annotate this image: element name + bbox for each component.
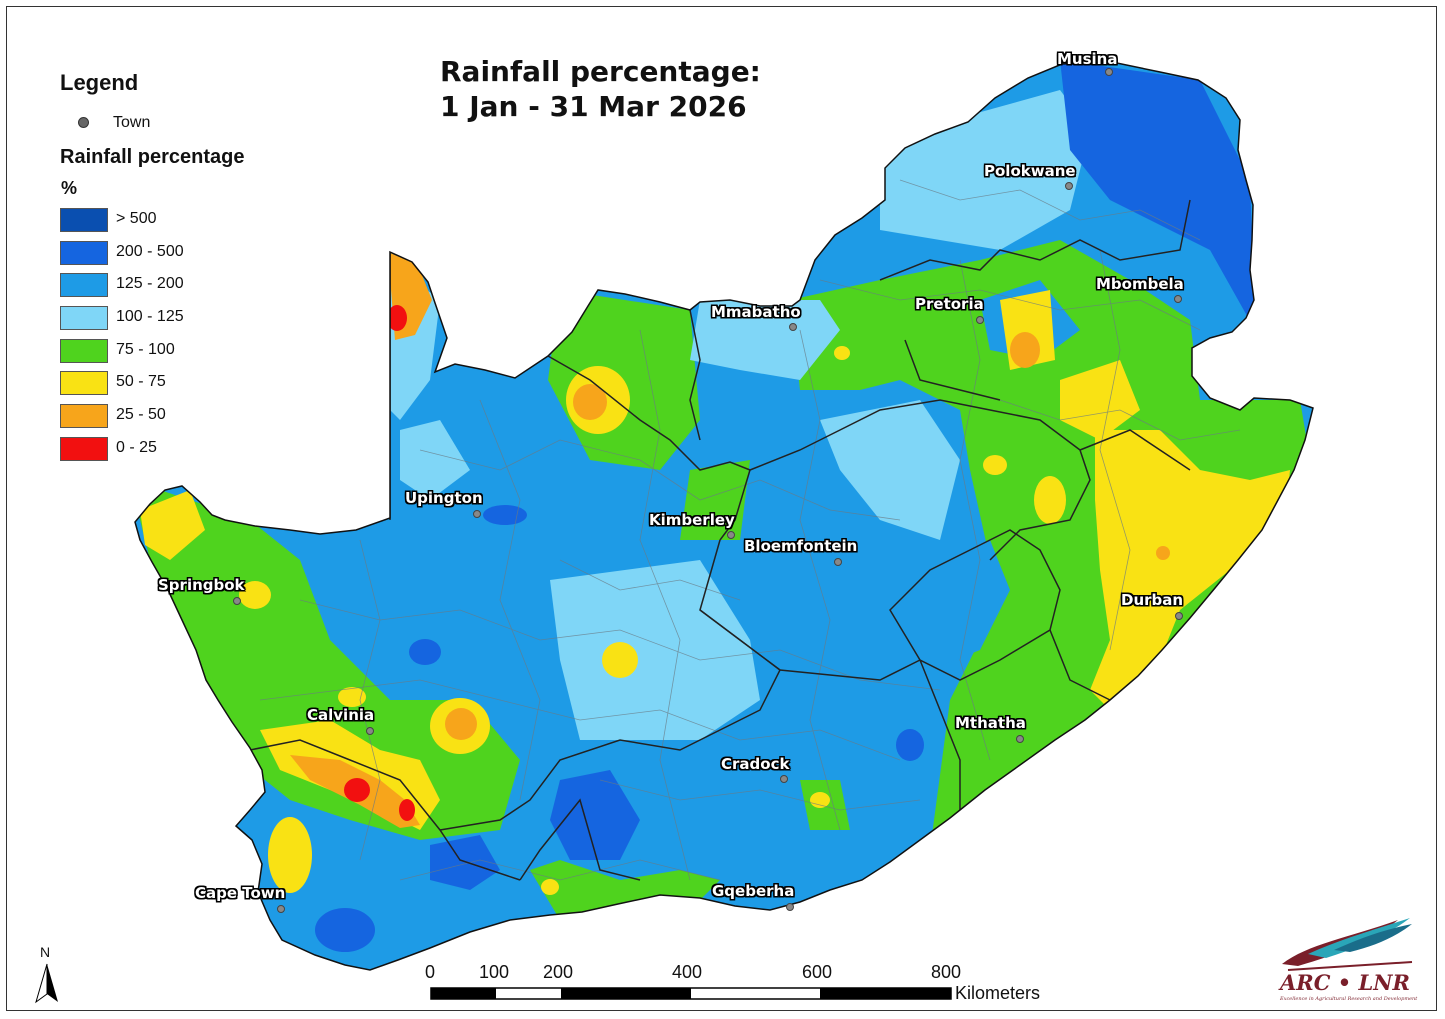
town-marker-icon [727,531,735,539]
town-marker-icon [233,597,241,605]
legend-town-label: Town [113,114,151,131]
town-label-pretoria: Pretoria [915,295,984,313]
legend-swatch [60,208,108,232]
scale-label-100: 100 [479,962,510,982]
legend-class-label: 75 - 100 [116,340,175,358]
map-title: Rainfall percentage:1 Jan - 31 Mar 2026 [440,54,761,124]
legend-swatch [60,273,108,298]
arc-lnr-logo: ARC • LNR Excellence in Agricultural Res… [1278,914,1418,1006]
map-title-line1: Rainfall percentage: [440,55,761,88]
town-label-mmabatho: Mmabatho [711,303,801,321]
legend-swatch [60,338,108,363]
town-marker-icon [366,727,374,735]
north-label: N [40,944,51,960]
legend-class-label: 125 - 200 [116,275,184,293]
town-label-kimberley: Kimberley [649,511,735,529]
map-title-line2: 1 Jan - 31 Mar 2026 [440,90,747,123]
town-dot-icon [78,117,89,129]
town-marker-icon [1174,295,1182,303]
scale-label-200: 200 [543,962,574,982]
legend: Legend Town Rainfall percentage % > 500 2… [60,70,245,461]
town-label-mbombela: Mbombela [1096,275,1184,293]
scale-label-400: 400 [672,962,703,982]
town-label-polokwane: Polokwane [984,162,1076,180]
town-marker-icon [780,775,788,783]
north-arrow-icon [35,963,58,1004]
logo-text: ARC • LNR [1280,970,1410,995]
town-marker-icon [976,316,984,324]
town-marker-icon [473,510,481,518]
scale-label-600: 600 [802,962,833,982]
town-marker-icon [1016,735,1024,743]
logo-tagline: Excellence in Agricultural Research and … [1280,996,1418,1002]
scale-label-800: 800 [931,962,962,982]
legend-class-label: 25 - 50 [116,406,166,424]
town-label-musina: Musina [1057,50,1118,68]
town-marker-icon [789,323,797,331]
town-marker-icon [1105,68,1113,76]
town-marker-icon [786,903,794,911]
town-label-cradock: Cradock [721,755,790,773]
town-label-mthatha: Mthatha [955,714,1026,732]
town-label-gqeberha: Gqeberha [712,882,795,900]
legend-class-label: > 500 [116,210,157,227]
legend-swatch [60,436,108,461]
legend-swatch [60,371,108,396]
legend-subtitle: Rainfall percentage [60,146,245,168]
legend-unit: % [61,178,78,198]
town-label-calvinia: Calvinia [307,706,375,724]
town-label-springbok: Springbok [158,576,245,594]
town-marker-icon [1065,182,1073,190]
legend-class-label: 50 - 75 [116,373,166,391]
scale-unit: Kilometers [955,983,1041,1003]
town-label-durban: Durban [1121,591,1184,609]
town-label-cape-town: Cape Town [195,884,286,902]
town-marker-icon [277,905,285,913]
scale-bar-graphic [430,987,952,1000]
map-frame [6,6,1437,1011]
legend-title: Legend [60,70,139,95]
legend-town-row: Town [78,114,150,132]
legend-class-label: 200 - 500 [116,242,184,260]
legend-class-label: 0 - 25 [116,438,157,456]
town-marker-icon [1175,612,1183,620]
legend-swatch [60,404,108,429]
legend-swatch [60,306,108,331]
legend-class-label: 100 - 125 [116,308,184,326]
town-marker-icon [834,558,842,566]
scale-label-0: 0 [425,962,436,982]
legend-swatch [60,240,108,265]
arc-lnr-logo-icon [1282,918,1413,971]
town-label-bloemfontein: Bloemfontein [744,537,858,555]
town-label-upington: Upington [405,489,483,507]
